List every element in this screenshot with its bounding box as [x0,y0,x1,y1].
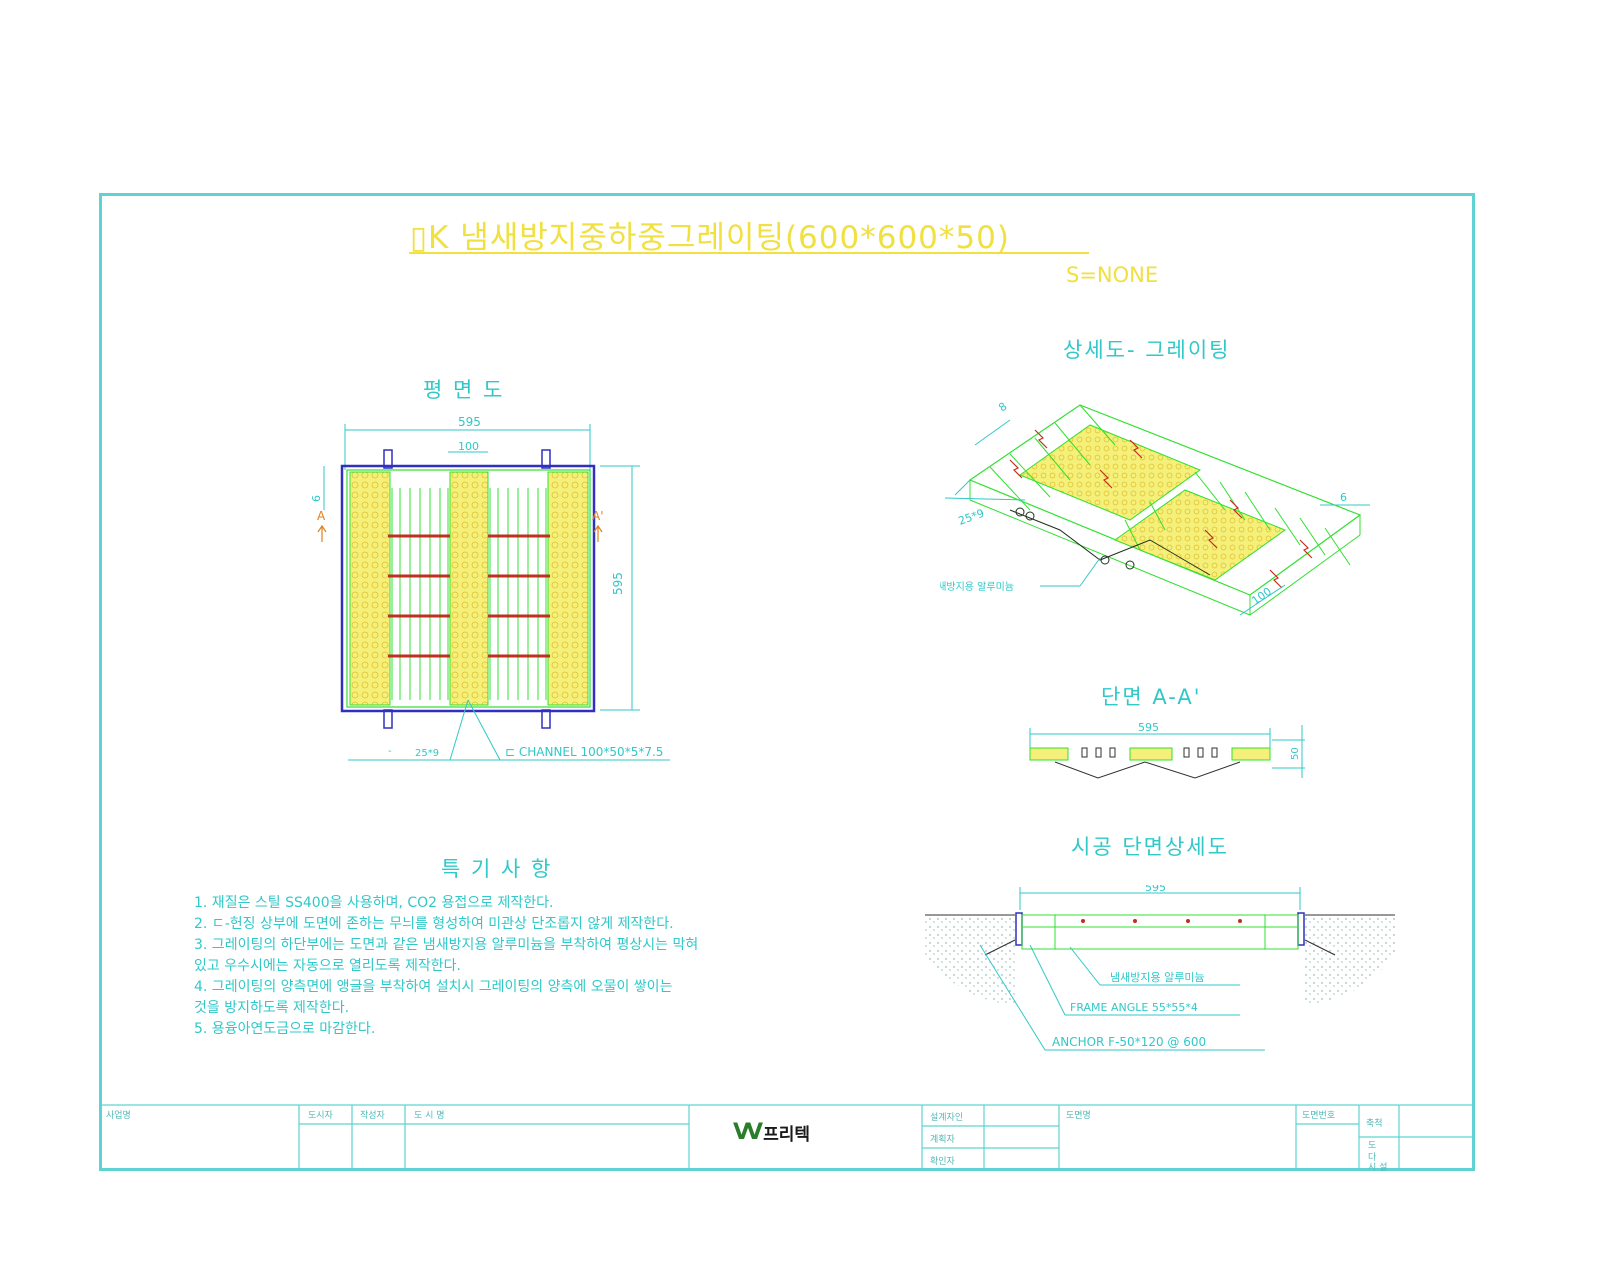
tb-cell: 계획자 [930,1135,955,1145]
title-block [99,1104,1475,1171]
note-item: 5. 용융아연도금으로 마감한다. [194,1021,376,1037]
company-logo: VV 프리텍 [733,1120,810,1145]
section-dim-height: 50 [1290,747,1301,760]
detail-dim-top: 8 [996,400,1009,415]
tb-cell: 다 [1368,1153,1377,1163]
tb-cell: 도면명 [1066,1111,1091,1121]
plan-bars-left [391,488,449,700]
note-item: 1. 재질은 스틸 SS400을 사용하며, CO2 용접으로 제작한다. [194,895,554,911]
plan-section-right: A' [592,509,604,523]
section-arrow-icon [317,524,327,542]
detail-dim-right: 6 [1340,491,1347,504]
plan-tab [541,709,551,729]
construction-view: 595 냄새방지용 알루미늄 FRAME ANGLE 55*55*4 ANCHO… [925,885,1395,1051]
tb-cell: 도 [1368,1141,1377,1151]
plan-pattern-strip [547,471,589,706]
construction-heading: 시공 단면상세도 [1071,835,1229,859]
plan-tab [541,449,551,469]
tb-cell: 설계자인 [930,1113,964,1123]
note-item: 4. 그레이팅의 양측면에 앵글을 부착하여 설치시 그레이팅의 양측에 오물이… [194,979,673,995]
note-item: 3. 그레이팅의 하단부에는 도면과 같은 냄새방지용 알루미늄을 부착하여 평… [194,937,699,953]
construction-callout-frame: FRAME ANGLE 55*55*4 [1070,1001,1198,1014]
tb-cell: 도 시 명 [414,1111,445,1121]
section-dim-width: 595 [1138,721,1159,734]
note-item: 2. ㄷ-헌징 상부에 도면에 존하는 무늬를 형성하여 미관상 단조롭지 않게… [194,916,674,932]
note-item: 있고 우수시에는 자동으로 열리도록 제작한다. [194,958,461,974]
tb-cell: 시 설 [1368,1163,1388,1173]
plan-view: 595 100 595 6 A A' - 25* [310,415,670,761]
note-item: 것을 방지하도록 제작한다. [194,1000,350,1016]
tb-cell: 도시자 [308,1111,333,1121]
notes-heading: 특 기 사 항 [441,857,553,881]
plan-outer-frame [340,464,596,713]
svg-text:-: - [388,746,392,757]
plan-dim-width: 595 [458,415,481,429]
plan-callout-bar: 25*9 [415,748,439,759]
drawing-frame [99,193,1475,1171]
plan-tab [383,709,393,729]
tb-cell: 작성자 [360,1111,385,1121]
detail-heading: 상세도- 그레이팅 [1063,338,1231,362]
plan-dim-height: 595 [611,572,625,595]
plan-section-left: A [317,509,326,523]
company-name: 프리텍 [763,1125,810,1145]
plan-cross-bars [388,534,550,658]
notes-list: 1. 재질은 스틸 SS400을 사용하며, CO2 용접으로 제작한다. 2.… [194,893,854,1040]
plan-tab [383,449,393,469]
section-arrow-icon [593,524,603,542]
tb-cell: 도면번호 [1302,1111,1336,1121]
plan-dim-middle: 100 [458,440,479,453]
detail-aluminium-flaps [1009,507,1211,576]
detail-cross-bars [1009,429,1313,589]
tb-cell: 사업명 [106,1111,131,1121]
plan-pattern-strip [449,471,489,706]
title-underline [409,252,1089,254]
detail-dim-bottom: 100 [1249,585,1274,608]
construction-callout-al: 냄새방지용 알루미늄 [1110,970,1205,984]
plan-pattern-strip [349,471,391,706]
plan-dim-side: 6 [310,495,323,502]
drawing-title: ▯K 냄새방지중하중그레이팅(600*600*50) [410,220,1010,256]
logo-leaf-icon: VV [733,1120,763,1145]
plan-bars-right [489,488,547,700]
plan-callout-channel: ⊏ CHANNEL 100*50*5*7.5 [505,745,663,759]
section-view: 595 50 [1029,721,1305,779]
drawing-scale: S=NONE [1066,263,1159,287]
detail-dim-bar: 25*9 [957,507,986,528]
construction-callout-anchor: ANCHOR F-50*120 @ 600 [1052,1035,1206,1049]
detail-callout-al: 냄새방지용 알루미늄 [940,581,1014,593]
tb-cell: 축척 [1366,1119,1383,1129]
construction-dim-width: 595 [1145,885,1166,894]
section-heading: 단면 A-A' [1101,685,1202,709]
detail-view: 25*9 8 6 100 냄새방지용 알루미늄 [940,400,1370,616]
tb-cell: 확인자 [930,1157,955,1167]
plan-heading: 평 면 도 [423,378,505,402]
